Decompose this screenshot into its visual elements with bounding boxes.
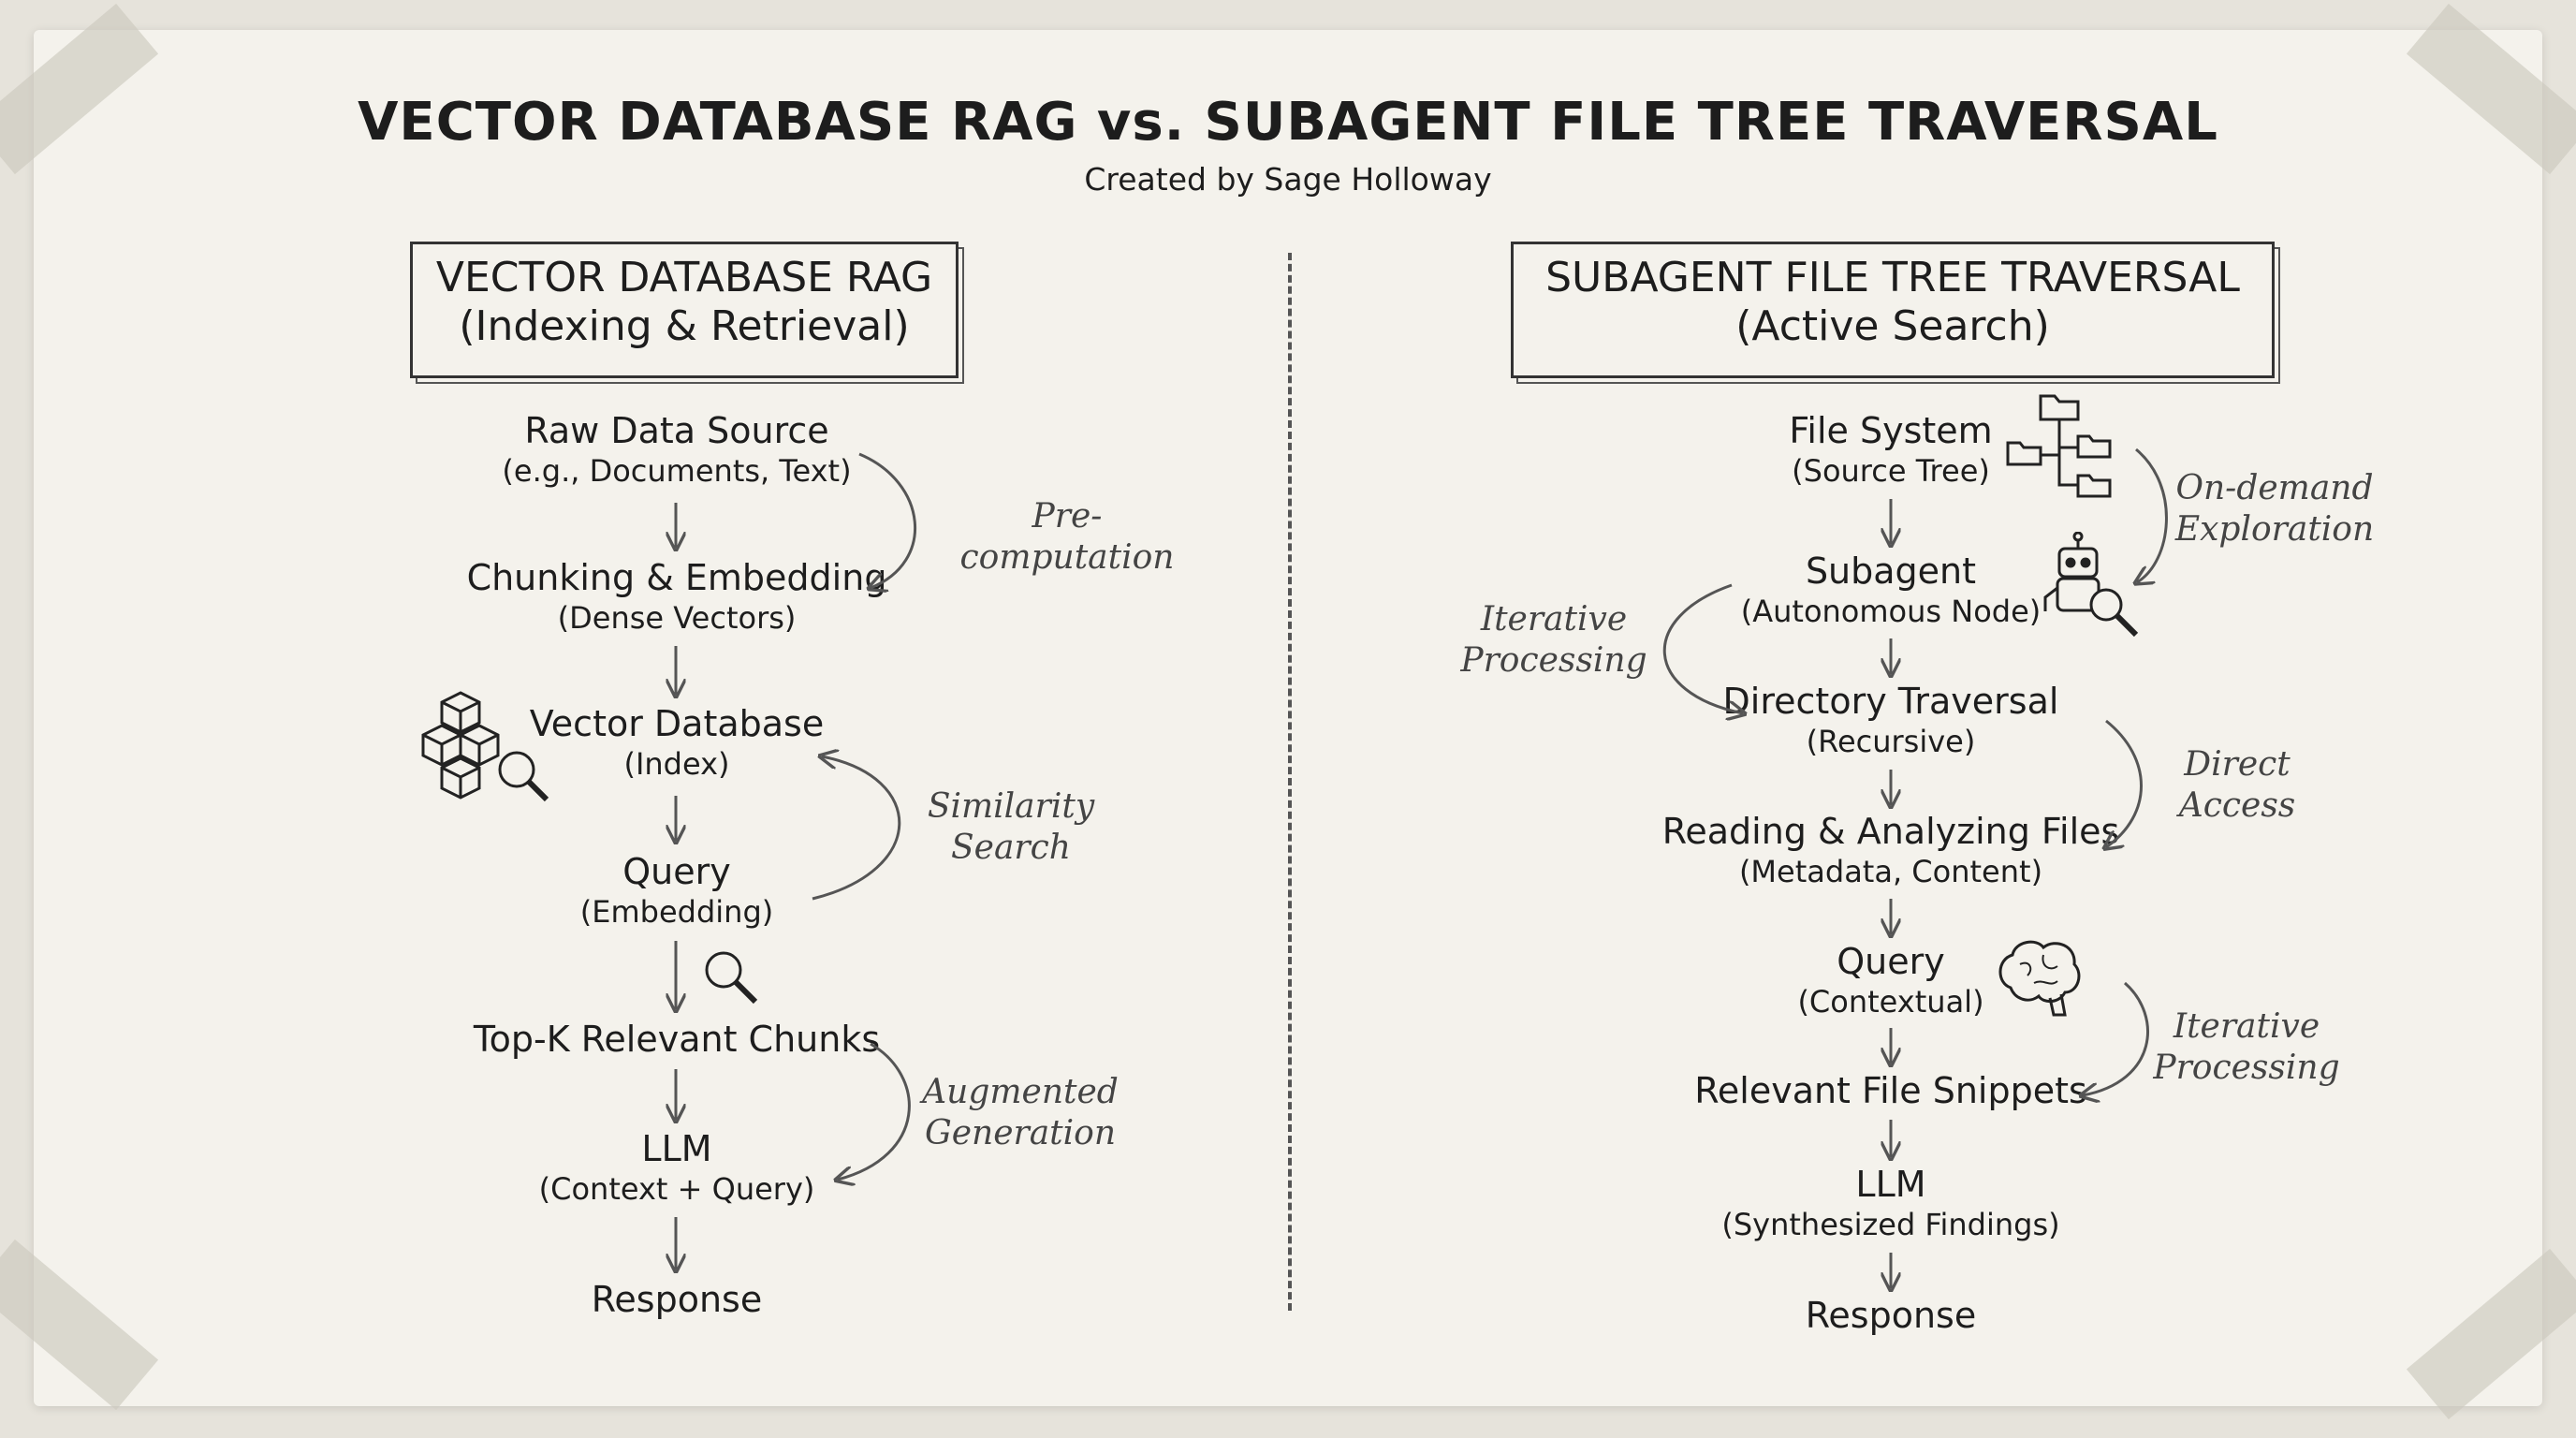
right-node-response: Response <box>1805 1295 1977 1336</box>
cubes-magnifier-icon <box>421 691 549 802</box>
left-annotation-similarity-search: Similarity Search <box>927 787 1095 867</box>
right-annotation-iterative-processing-top: Iterative Processing <box>1460 600 1647 680</box>
page-subtitle: Created by Sage Holloway <box>1084 161 1492 198</box>
left-node-vector-database: Vector Database (Index) <box>529 703 825 782</box>
left-curve-similarity-search <box>812 756 901 901</box>
right-node-directory-traversal: Directory Traversal (Recursive) <box>1722 681 2059 759</box>
column-divider <box>1288 253 1292 1311</box>
right-curve-on-demand <box>2136 448 2168 582</box>
left-node-response: Response <box>591 1279 763 1320</box>
right-curve-iterative-bottom <box>2083 981 2149 1095</box>
robot-magnifier-icon <box>2043 532 2139 638</box>
left-annotation-augmented-generation: Augmented Generation <box>922 1073 1119 1152</box>
left-node-raw-data-source: Raw Data Source (e.g., Documents, Text) <box>502 410 852 489</box>
right-annotation-direct-access: Direct Access <box>2178 745 2296 825</box>
left-header-box: VECTOR DATABASE RAG (Indexing & Retrieva… <box>410 242 959 378</box>
file-tree-icon <box>2006 394 2112 498</box>
right-node-subagent: Subagent (Autonomous Node) <box>1740 550 2042 629</box>
right-node-llm: LLM (Synthesized Findings) <box>1721 1164 2060 1242</box>
page-title: VECTOR DATABASE RAG vs. SUBAGENT FILE TR… <box>358 92 2218 153</box>
left-node-query: Query (Embedding) <box>579 851 774 930</box>
magnifier-icon <box>705 951 758 1005</box>
right-header-box: SUBAGENT FILE TREE TRAVERSAL (Active Sea… <box>1511 242 2275 378</box>
left-node-llm: LLM (Context + Query) <box>538 1128 815 1207</box>
right-node-reading-analyzing-files: Reading & Analyzing Files (Metadata, Con… <box>1661 811 2120 889</box>
brain-icon <box>1998 940 2081 1017</box>
left-curve-augmented-generation <box>838 1042 911 1180</box>
right-annotation-iterative-processing-bottom: Iterative Processing <box>2153 1007 2340 1087</box>
left-node-chunking-embedding: Chunking & Embedding (Dense Vectors) <box>466 557 887 636</box>
left-header-subtitle: (Indexing & Retrieval) <box>459 302 910 350</box>
right-node-relevant-file-snippets: Relevant File Snippets <box>1694 1070 2087 1111</box>
right-node-file-system: File System (Source Tree) <box>1789 410 1993 489</box>
right-node-query: Query (Contextual) <box>1797 941 1984 1020</box>
left-header-title: VECTOR DATABASE RAG <box>435 254 933 301</box>
right-header-title: SUBAGENT FILE TREE TRAVERSAL <box>1545 254 2240 301</box>
right-curve-direct-access <box>2106 719 2143 847</box>
right-curve-iterative-top <box>1662 583 1743 713</box>
left-curve-pre-computation <box>858 452 916 588</box>
right-header-subtitle: (Active Search) <box>1735 302 2050 350</box>
left-node-top-k-chunks: Top-K Relevant Chunks <box>473 1019 881 1060</box>
left-annotation-pre-computation: Pre-computation <box>959 497 1175 577</box>
right-annotation-on-demand-exploration: On-demand Exploration <box>2174 469 2375 549</box>
